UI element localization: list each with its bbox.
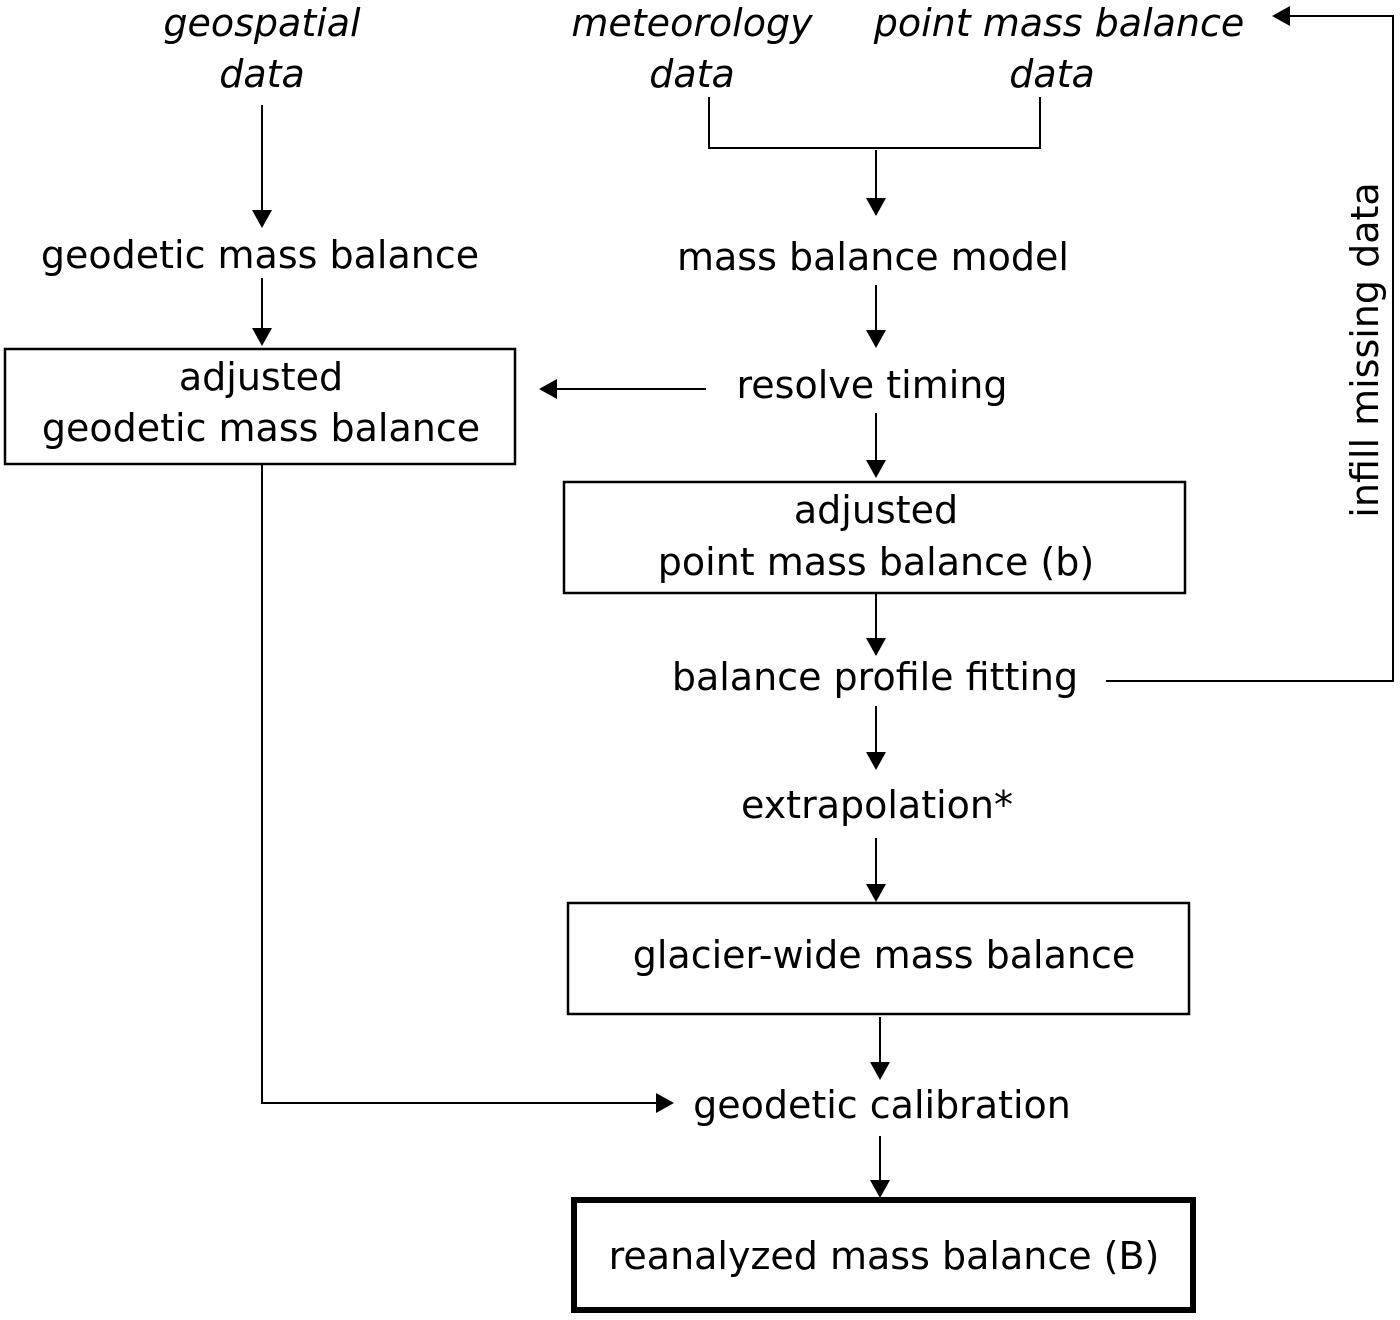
arrowhead-icon <box>870 1062 890 1080</box>
edge-infill-feedback-loop: infill missing data <box>1106 6 1394 682</box>
node-mass-balance-model: mass balance model <box>677 235 1069 279</box>
arrowhead-icon <box>866 460 886 478</box>
edge-profile-fitting-to-extrapolation <box>866 706 886 770</box>
arrowhead-icon <box>252 210 272 228</box>
node-label: adjusted <box>794 488 958 532</box>
node-reanalyzed-mass-balance: reanalyzed mass balance (B) <box>571 1197 1196 1313</box>
node-box <box>3 347 517 466</box>
node-label: resolve timing <box>737 363 1008 407</box>
edge-extrapolation-to-glacier-wide <box>866 838 886 902</box>
edge-adjusted-geodetic-to-calibration <box>261 464 674 1113</box>
node-geodetic-mass-balance: geodetic mass balance <box>41 233 479 277</box>
node-glacier-wide-mass-balance: glacier-wide mass balance <box>566 901 1191 1016</box>
node-box <box>571 1197 1196 1313</box>
node-label: reanalyzed mass balance (B) <box>609 1234 1160 1278</box>
node-label: geodetic mass balance <box>41 233 479 277</box>
arrowhead-icon <box>866 330 886 348</box>
arrowhead-icon <box>870 1180 890 1198</box>
node-extrapolation: extrapolation* <box>741 783 1013 827</box>
node-label: geodetic mass balance <box>42 406 480 450</box>
node-meteorology-data: meteorology data <box>571 1 813 96</box>
node-label: point mass balance (b) <box>658 540 1094 584</box>
node-geospatial-data: geospatial data <box>163 1 361 96</box>
arrowhead-icon <box>656 1093 674 1113</box>
node-geodetic-calibration: geodetic calibration <box>693 1083 1071 1127</box>
edge-calibration-to-reanalyzed <box>870 1136 890 1198</box>
node-label: adjusted <box>179 355 343 399</box>
arrowhead-icon <box>866 638 886 656</box>
arrowhead-icon <box>866 752 886 770</box>
node-box <box>566 901 1191 1016</box>
arrowhead-icon <box>539 379 557 399</box>
node-balance-profile-fitting: balance profile fitting <box>672 655 1078 699</box>
node-point-mass-balance-data: point mass balance data <box>873 1 1245 96</box>
infill-missing-data-label: infill missing data <box>1343 182 1387 517</box>
edge-resolve-timing-to-adjusted-geodetic <box>539 379 706 399</box>
node-label: meteorology <box>571 1 813 45</box>
node-label: data <box>649 52 735 96</box>
node-adjusted-geodetic-mass-balance: adjusted geodetic mass balance <box>3 347 517 466</box>
node-label: geodetic calibration <box>693 1083 1071 1127</box>
edge-geodetic-to-adjusted-geodetic <box>252 278 272 346</box>
node-label: data <box>1009 52 1095 96</box>
node-label: balance profile fitting <box>672 655 1078 699</box>
edge-model-to-resolve-timing <box>866 285 886 348</box>
node-box <box>562 480 1187 595</box>
edge-geospatial-to-geodetic <box>252 105 272 228</box>
node-label: data <box>219 52 305 96</box>
node-label: geospatial <box>163 1 361 45</box>
edge-adjusted-point-to-profile-fitting <box>866 594 886 656</box>
arrowhead-icon <box>1272 6 1290 26</box>
edge-data-merge-to-model <box>708 97 1041 216</box>
edge-glacier-wide-to-calibration <box>870 1017 890 1080</box>
arrowhead-icon <box>252 328 272 346</box>
node-adjusted-point-mass-balance: adjusted point mass balance (b) <box>562 480 1187 595</box>
node-label: point mass balance <box>873 1 1245 45</box>
arrowhead-icon <box>866 884 886 902</box>
node-resolve-timing: resolve timing <box>737 363 1008 407</box>
node-label: mass balance model <box>677 235 1069 279</box>
node-label: extrapolation* <box>741 783 1013 827</box>
arrowhead-icon <box>866 198 886 216</box>
edge-resolve-timing-to-adjusted-point <box>866 413 886 478</box>
node-label: glacier-wide mass balance <box>633 933 1136 977</box>
